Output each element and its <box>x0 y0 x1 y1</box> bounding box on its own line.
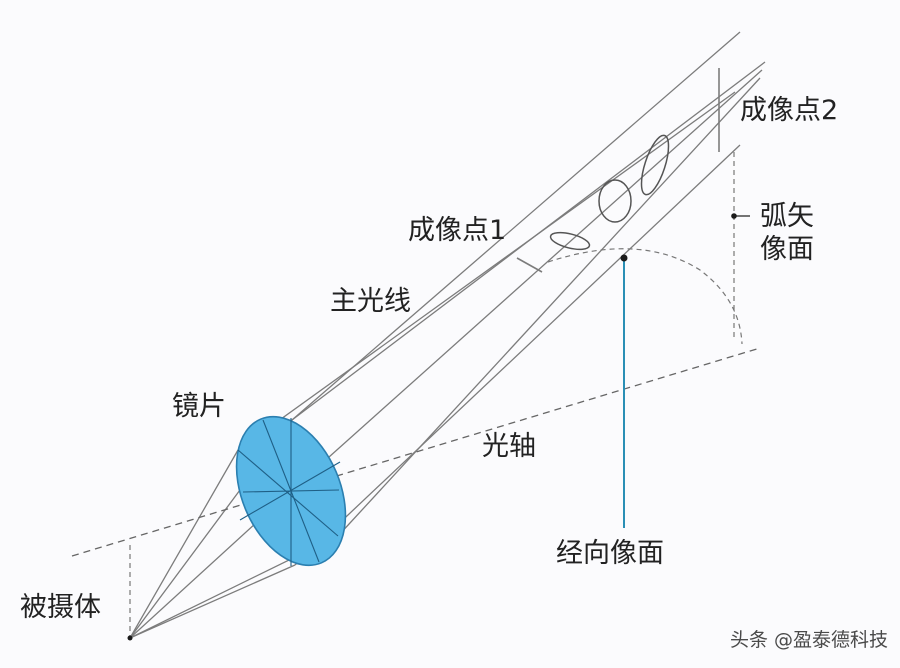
ellipse-image1 <box>549 231 591 251</box>
ellipse-mid <box>598 179 632 223</box>
image-point-1-label: 成像点1 <box>408 215 507 246</box>
ray-top-to-image2 <box>291 31 741 421</box>
ray-left-to-image <box>237 91 736 451</box>
radial-plane-label: 经向像面 <box>556 538 664 569</box>
focal-ellipses <box>549 134 670 251</box>
optical-axis-group <box>71 152 761 636</box>
ray-object-lens-left <box>129 449 239 639</box>
field-curvature-arc <box>547 248 743 345</box>
lens-label: 镜片 <box>172 391 226 422</box>
object-label: 被摄体 <box>20 592 101 623</box>
image-point-2-label: 成像点2 <box>740 95 839 126</box>
radial-plane-dot <box>620 254 628 262</box>
radial-plane-marker <box>620 254 628 528</box>
object-point <box>127 635 133 641</box>
ray-bottom-to-image2 <box>294 144 741 566</box>
ray-center-chief <box>290 69 763 492</box>
sagittal-pointer <box>731 213 750 219</box>
ellipse-image2 <box>640 134 670 196</box>
ray-object-lens-bottom <box>129 564 296 639</box>
ray-right-to-image <box>337 77 761 537</box>
lens-group <box>235 415 347 567</box>
sagittal-plane-label: 弧矢 像面 <box>760 200 814 266</box>
watermark-text: 头条 @盈泰德科技 <box>729 629 888 651</box>
chief-ray-label: 主光线 <box>330 286 411 317</box>
lens-cross-lines <box>237 418 341 566</box>
image1-marker-line <box>516 257 543 273</box>
sagittal-plane-label-line2: 像面 <box>760 234 814 265</box>
ray-bundle <box>129 31 766 639</box>
sagittal-plane-label-line1: 弧矢 <box>760 201 814 232</box>
optical-axis-label: 光轴 <box>482 431 536 462</box>
